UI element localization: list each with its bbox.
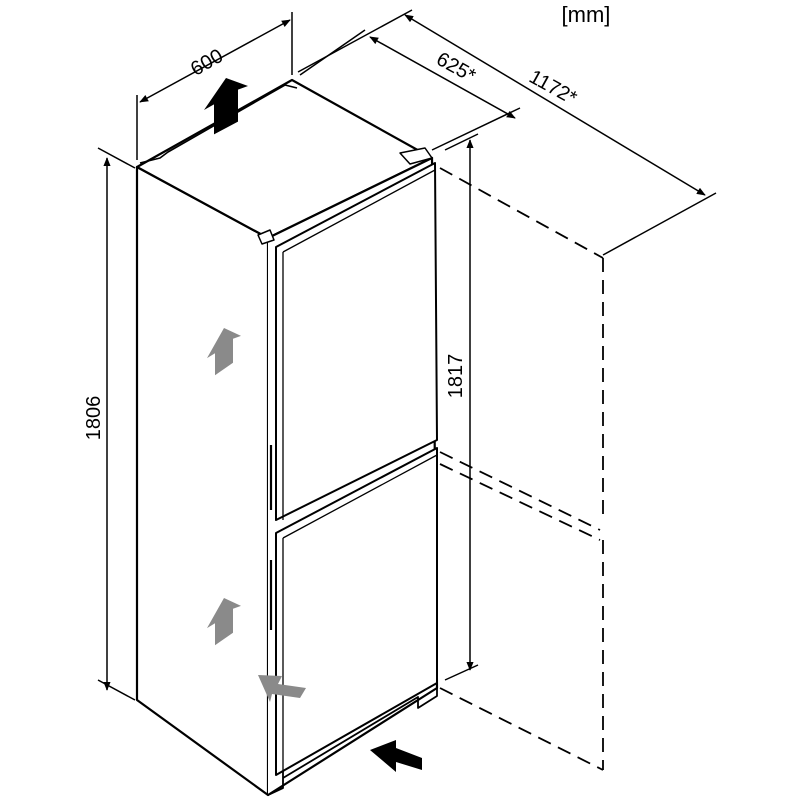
unit-label: [mm] — [562, 2, 611, 27]
dimension-niche-height — [444, 133, 479, 681]
niche-mid-edge — [439, 451, 601, 531]
niche-top-edge — [439, 167, 604, 259]
depth-label: 625* — [433, 48, 480, 87]
height-label: 1806 — [83, 396, 105, 441]
niche-height-label: 1817 — [445, 354, 467, 399]
niche-bottom-edge — [439, 687, 604, 771]
airflow-out-arrow-icon — [258, 675, 306, 702]
fridge-left-side — [135, 165, 270, 797]
width-label: 600 — [187, 45, 227, 81]
airflow-in-arrow-icon — [370, 740, 422, 772]
installation-niche — [439, 167, 604, 771]
dimension-depth-door-open — [297, 9, 717, 256]
airflow-up-arrow-icon — [207, 598, 241, 646]
lower-door — [269, 447, 438, 776]
dimension-height — [97, 147, 136, 701]
dimension-width — [136, 12, 293, 160]
airflow-up-arrow-icon — [207, 328, 241, 376]
airflow-up-arrow-icon — [204, 78, 248, 135]
